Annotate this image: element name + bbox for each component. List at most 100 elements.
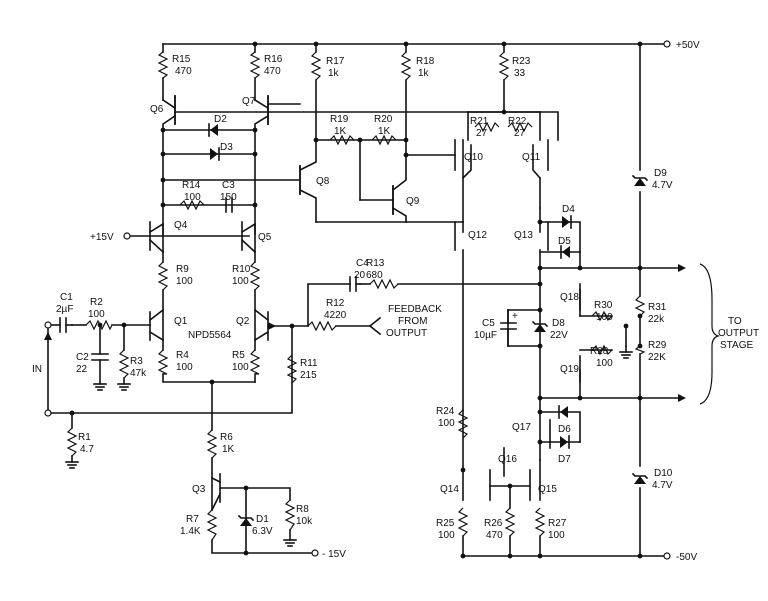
q10-label: Q10 (464, 152, 483, 163)
r20-value: 1K (378, 126, 391, 137)
r18-value: 1k (418, 68, 430, 79)
r22-name: R22 (508, 116, 527, 127)
r27-value: 100 (548, 530, 565, 541)
r27-name: R27 (548, 518, 567, 529)
r3-value: 47k (130, 368, 147, 379)
r7-name: R7 (186, 514, 199, 525)
r3-name: R3 (130, 356, 143, 367)
r29-name: R29 (648, 340, 667, 351)
q17-label: Q17 (512, 422, 531, 433)
q8-label: Q8 (316, 176, 330, 187)
d3-label: D3 (220, 142, 233, 153)
r9-value: 100 (176, 276, 193, 287)
diode-labels: D2 D3 D4 D5 D6 D7 D1 6.3V D8 22V D9 4.7V… (214, 114, 673, 537)
r15-value: 470 (175, 66, 192, 77)
transistor-symbols (148, 95, 581, 512)
c2-name: C2 (76, 352, 89, 363)
c1-value: 2µF (56, 304, 73, 315)
r5-value: 100 (232, 362, 249, 373)
q15-label: Q15 (538, 484, 557, 495)
arrow-symbols (44, 264, 686, 414)
q18-label: Q18 (560, 292, 579, 303)
r18-name: R18 (416, 56, 435, 67)
q2-label: Q2 (236, 316, 250, 327)
r22-value: 27 (514, 128, 526, 139)
d8-name: D8 (552, 318, 565, 329)
r28-name: R28 (590, 346, 609, 357)
r1-value: 4.7 (80, 444, 94, 455)
c3-name: C3 (222, 180, 235, 191)
pos50-label: +50V (676, 40, 700, 51)
q14-label: Q14 (440, 484, 459, 495)
r6-value: 1K (222, 444, 235, 455)
r21-name: R21 (470, 116, 489, 127)
q4-label: Q4 (174, 220, 188, 231)
d7-label: D7 (558, 454, 571, 465)
c5-plus: + (512, 311, 518, 322)
r17-value: 1k (328, 68, 340, 79)
d6-label: D6 (558, 424, 571, 435)
r11-name: R11 (300, 358, 318, 369)
feedback-line2: FROM (398, 316, 427, 327)
neg15-label: - 15V (322, 549, 346, 560)
d2-label: D2 (214, 114, 227, 125)
r25-name: R25 (436, 518, 455, 529)
r1-name: R1 (78, 432, 91, 443)
r13-name: R13 (366, 258, 385, 269)
transistor-labels: Q1 Q2 Q3 Q4 Q5 Q6 Q7 Q8 Q9 Q10 Q11 Q12 Q… (150, 96, 579, 495)
q1-label: Q1 (174, 316, 188, 327)
resistor-labels: R15 470 R16 470 R17 1k R18 1k R23 33 R19… (78, 54, 667, 541)
r16-value: 470 (264, 66, 281, 77)
r26-name: R26 (484, 518, 503, 529)
r28-value: 100 (596, 358, 613, 369)
q12-label: Q12 (468, 230, 487, 241)
d1-name: D1 (256, 514, 269, 525)
r9-name: R9 (176, 264, 189, 275)
r12-value: 4220 (324, 310, 347, 321)
r8-name: R8 (296, 504, 309, 515)
diode-symbols (208, 123, 649, 526)
npd-label: NPD5564 (188, 330, 232, 341)
r21-value: 27 (476, 128, 488, 139)
d10-name: D10 (654, 468, 673, 479)
q19-label: Q19 (560, 364, 579, 375)
r25-value: 100 (438, 530, 455, 541)
input-terminal-bottom (44, 409, 52, 417)
r19-name: R19 (330, 114, 349, 125)
resistor-symbols (66, 51, 646, 541)
d9-value: 4.7V (652, 180, 673, 191)
d4-label: D4 (562, 204, 575, 215)
r29-value: 22K (648, 352, 666, 363)
r12-name: R12 (326, 298, 345, 309)
r10-name: R10 (232, 264, 251, 275)
to-output-line3: STAGE (720, 340, 753, 351)
q7-label: Q7 (242, 96, 256, 107)
c1-name: C1 (60, 292, 73, 303)
r4-name: R4 (176, 350, 189, 361)
r24-name: R24 (436, 406, 455, 417)
r23-value: 33 (514, 68, 526, 79)
to-output-line1: TO (728, 316, 742, 327)
r11-value: 215 (300, 370, 317, 381)
feedback-line1: FEEDBACK (388, 304, 442, 315)
r15-name: R15 (172, 54, 191, 65)
d5-label: D5 (558, 236, 571, 247)
c4-value: 20 (354, 270, 366, 281)
r19-value: 1K (334, 126, 347, 137)
pos15-label: +15V (90, 232, 114, 243)
to-output-line2: OUTPUT (718, 328, 759, 339)
q6-label: Q6 (150, 104, 164, 115)
r23-name: R23 (512, 56, 531, 67)
r14-name: R14 (182, 180, 201, 191)
c4-name: C4 (356, 258, 369, 269)
r7-value: 1.4K (180, 526, 201, 537)
q13-label: Q13 (514, 230, 533, 241)
input-terminal-top (44, 321, 52, 329)
neg50-terminal (663, 552, 671, 560)
q11-label: Q11 (522, 152, 541, 163)
c5-name: C5 (482, 318, 495, 329)
r30-value: 100 (596, 312, 613, 323)
q5-label: Q5 (258, 232, 272, 243)
d1-value: 6.3V (252, 526, 273, 537)
